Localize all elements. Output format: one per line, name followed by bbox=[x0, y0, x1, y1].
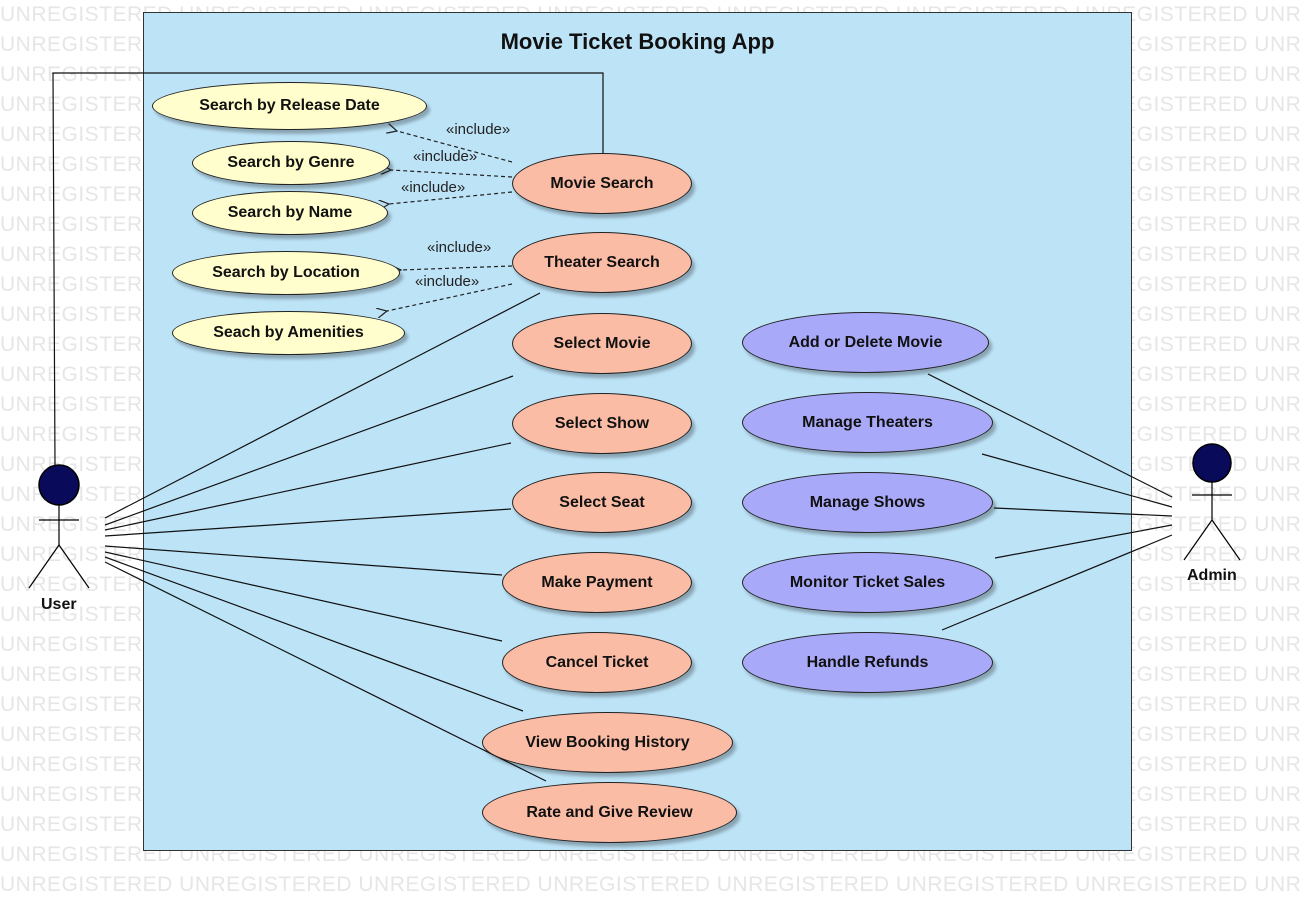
assoc-user-select-movie bbox=[104, 375, 514, 526]
assoc-user-rate-review bbox=[104, 561, 547, 782]
assoc-admin-manage-shows bbox=[993, 507, 1173, 517]
usecase-search-by-location[interactable]: Search by Location bbox=[172, 251, 400, 295]
usecase-monitor-ticket-sales[interactable]: Monitor Ticket Sales bbox=[742, 552, 993, 613]
assoc-user-theater-search bbox=[104, 292, 541, 519]
user-actor-figure[interactable] bbox=[28, 464, 90, 589]
assoc-admin-manage-theaters bbox=[981, 453, 1173, 508]
admin-actor-figure[interactable] bbox=[1183, 443, 1241, 561]
usecase-search-by-name[interactable]: Search by Name bbox=[192, 191, 388, 235]
include-release-date bbox=[397, 131, 513, 163]
include-location bbox=[401, 266, 513, 270]
usecase-view-booking-history[interactable]: View Booking History bbox=[482, 712, 733, 773]
usecase-theater-search[interactable]: Theater Search bbox=[512, 232, 692, 293]
usecase-select-movie[interactable]: Select Movie bbox=[512, 313, 692, 374]
usecase-manage-shows[interactable]: Manage Shows bbox=[742, 472, 993, 533]
usecase-cancel-ticket[interactable]: Cancel Ticket bbox=[502, 632, 692, 693]
include-label: «include» bbox=[427, 239, 492, 256]
assoc-user-select-show bbox=[104, 442, 512, 531]
usecase-handle-refunds[interactable]: Handle Refunds bbox=[742, 632, 993, 693]
include-genre bbox=[391, 170, 513, 178]
include-label: «include» bbox=[401, 179, 466, 196]
assoc-admin-monitor-sales bbox=[994, 524, 1173, 559]
usecase-select-seat[interactable]: Select Seat bbox=[512, 472, 692, 533]
usecase-select-show[interactable]: Select Show bbox=[512, 393, 692, 454]
usecase-add-or-delete-movie[interactable]: Add or Delete Movie bbox=[742, 312, 989, 373]
watermark-row: UNREGISTERED UNREGISTERED UNREGISTERED U… bbox=[0, 873, 1302, 896]
assoc-user-movie-search bbox=[52, 72, 604, 466]
usecase-search-by-amenities[interactable]: Seach by Amenities bbox=[172, 311, 405, 355]
assoc-user-cancel-ticket bbox=[104, 551, 503, 642]
include-label: «include» bbox=[413, 148, 478, 165]
usecase-manage-theaters[interactable]: Manage Theaters bbox=[742, 392, 993, 453]
assoc-admin-handle-refunds bbox=[941, 534, 1173, 631]
include-amenities bbox=[387, 283, 513, 311]
usecase-rate-and-give-review[interactable]: Rate and Give Review bbox=[482, 782, 737, 843]
assoc-admin-add-delete-movie bbox=[927, 373, 1173, 498]
usecase-search-by-genre[interactable]: Search by Genre bbox=[192, 141, 390, 185]
assoc-user-view-booking-history bbox=[104, 556, 524, 712]
usecase-search-by-release-date[interactable]: Search by Release Date bbox=[152, 82, 427, 130]
assoc-user-make-payment bbox=[104, 545, 503, 576]
usecase-make-payment[interactable]: Make Payment bbox=[502, 552, 692, 613]
include-label: «include» bbox=[446, 121, 511, 138]
user-actor-label: User bbox=[41, 596, 77, 613]
usecase-movie-search[interactable]: Movie Search bbox=[512, 153, 692, 214]
system-title: Movie Ticket Booking App bbox=[500, 29, 775, 54]
admin-actor-label: Admin bbox=[1187, 567, 1237, 584]
include-label: «include» bbox=[415, 273, 480, 290]
assoc-user-select-seat bbox=[104, 508, 512, 537]
